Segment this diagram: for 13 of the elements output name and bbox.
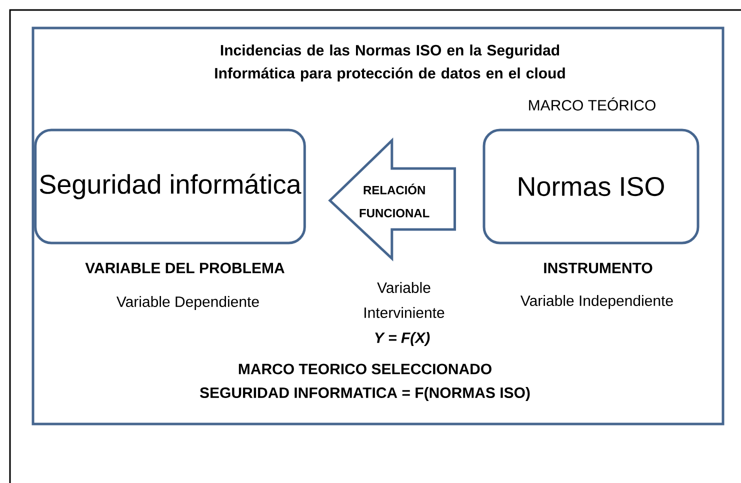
node-label: MARCO TEÓRICO bbox=[529, 97, 656, 111]
label: Variable Interviniente bbox=[364, 282, 444, 318]
rounded-box: Seguridad informática bbox=[34, 128, 306, 244]
label: MARCO TEORICO SELECCIONADO bbox=[238, 364, 492, 374]
node-label: Variable Dependiente bbox=[116, 296, 259, 310]
edge-label: RELACIÓN FUNCIONAL bbox=[360, 184, 430, 218]
diagram-title: Incidencias de las Normas ISO en la Seguridad Informática para protección de datos en el cloud bbox=[215, 44, 565, 82]
label: SEGURIDAD INFORMATICA = F(NORMAS ISO) bbox=[200, 387, 530, 401]
label: Y = F(X) bbox=[375, 332, 430, 346]
node-label: VARIABLE DEL PROBLEMA bbox=[85, 262, 284, 274]
rounded-box: Normas ISO bbox=[482, 128, 700, 244]
node-label: INSTRUMENTO bbox=[544, 262, 652, 274]
node-label: Variable Independiente bbox=[520, 295, 673, 309]
